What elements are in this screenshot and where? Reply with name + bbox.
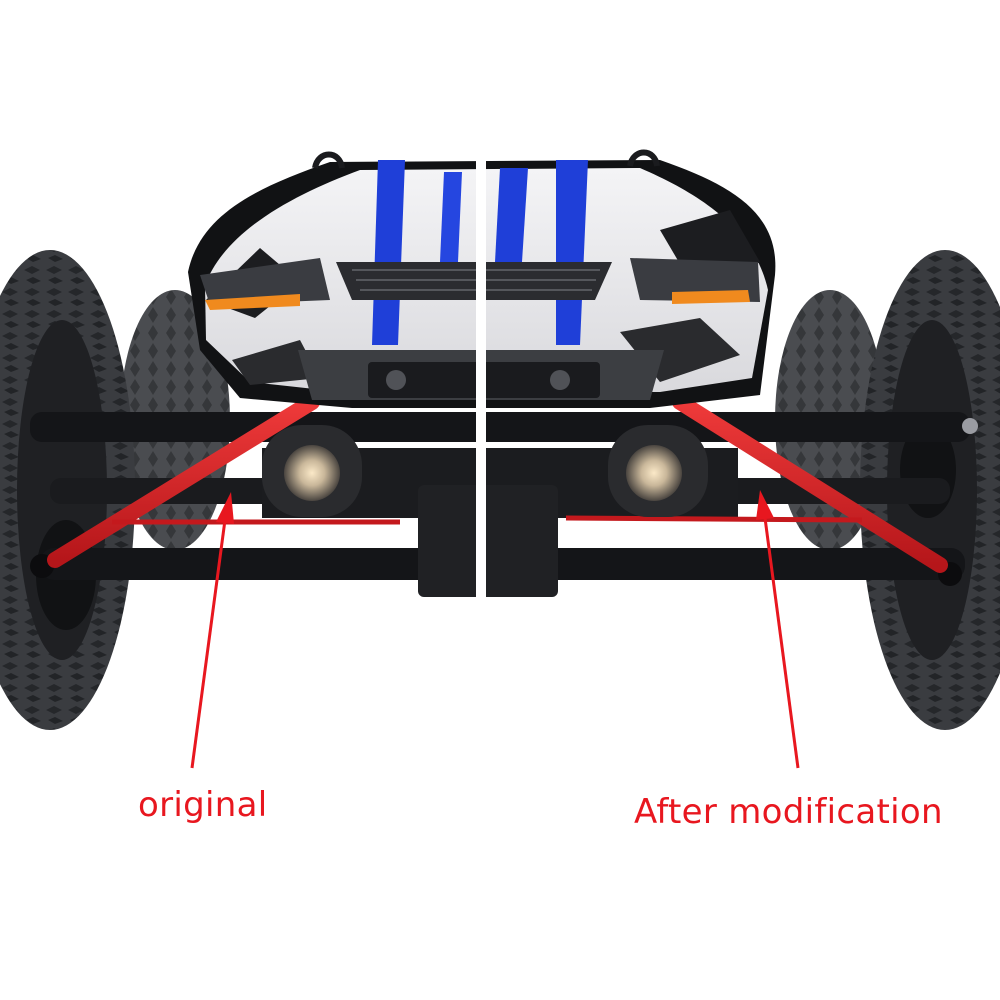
red-link-left: [47, 394, 400, 568]
arrow-original: [190, 492, 234, 769]
lamp-left: [262, 425, 362, 517]
body-shell: [188, 149, 776, 408]
label-original: original: [138, 785, 268, 825]
arrow-after: [756, 490, 800, 769]
lamp-right: [608, 425, 708, 517]
red-link-right: [565, 394, 948, 573]
label-after-modification: After modification: [634, 792, 943, 832]
split-divider: [476, 140, 486, 610]
